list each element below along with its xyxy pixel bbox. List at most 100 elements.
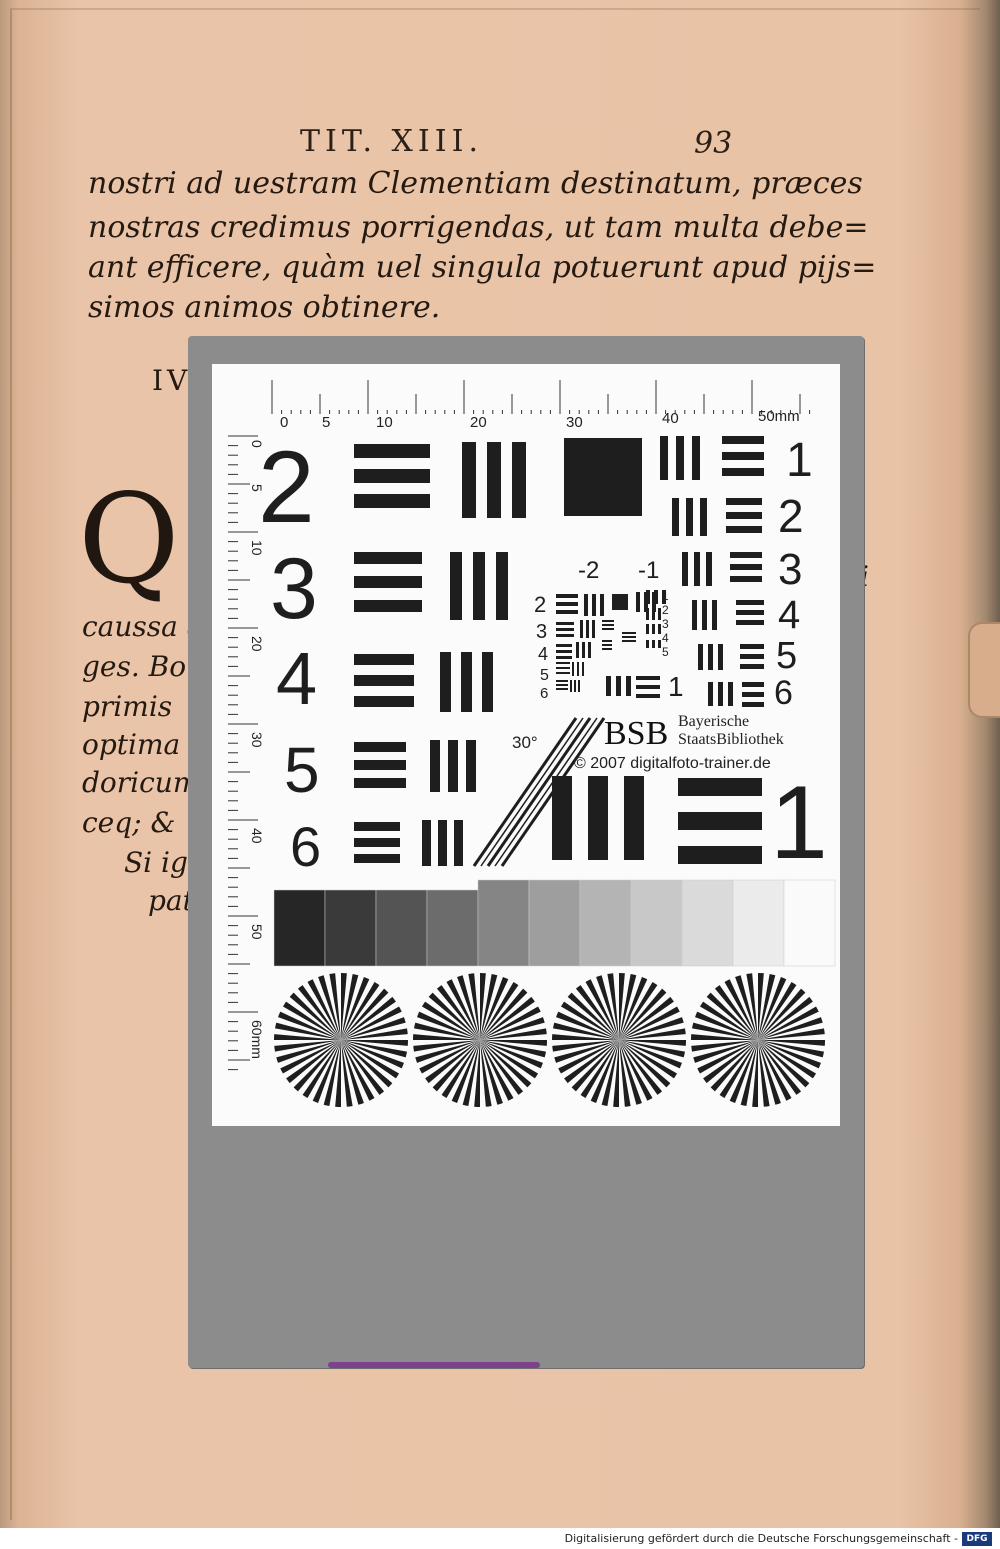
section-heading-fragment: IV — [152, 364, 192, 397]
gray-patch — [273, 889, 326, 967]
horizontal-bar — [742, 692, 764, 697]
ruler-left-label: 30 — [249, 732, 265, 748]
star-spoke — [341, 1040, 408, 1046]
slanted-line — [500, 717, 606, 867]
text-line-1: nostri ad uestram Clementiam destinatum,… — [88, 166, 863, 201]
star-spoke — [341, 1040, 407, 1058]
star-spoke — [758, 1040, 824, 1058]
ruler-top-label: 5 — [322, 414, 330, 431]
ruler-left-label: 10 — [249, 540, 265, 556]
star-spoke — [613, 1040, 619, 1107]
vertical-bar — [606, 676, 611, 696]
vertical-bar — [646, 640, 649, 648]
horizontal-bar — [742, 682, 764, 687]
star-spoke — [323, 1040, 341, 1106]
star-spoke — [758, 1028, 825, 1040]
horizontal-bar — [354, 654, 414, 665]
vertical-bar — [578, 680, 580, 692]
vertical-bar — [438, 820, 447, 866]
star-spoke — [699, 1001, 758, 1040]
star-spoke — [585, 979, 619, 1040]
star-spoke — [619, 1006, 680, 1040]
star-spoke — [619, 981, 658, 1040]
drop-cap: Q — [78, 468, 180, 612]
horizontal-bar — [722, 452, 764, 460]
ruler-top-label: 40 — [662, 410, 679, 427]
horizontal-bar — [722, 468, 764, 476]
horizontal-bar — [730, 564, 762, 570]
star-spoke — [735, 975, 758, 1040]
vertical-bar — [652, 624, 655, 634]
center-number: 4 — [662, 631, 669, 645]
star-spoke — [575, 985, 619, 1040]
horizontal-bar — [354, 854, 400, 863]
star-spoke — [552, 1040, 619, 1052]
star-spoke — [341, 973, 347, 1040]
star-spoke — [758, 973, 764, 1040]
ruler-left-label: 50 — [249, 924, 265, 940]
horizontal-bar — [602, 648, 612, 650]
horizontal-bar — [602, 624, 614, 626]
star-spoke — [341, 1040, 404, 1069]
vertical-bar — [454, 820, 463, 866]
horizontal-bar — [556, 662, 570, 664]
star-spoke — [480, 977, 509, 1040]
star-spoke — [419, 1040, 480, 1074]
horizontal-bar — [726, 512, 762, 519]
star-spoke — [341, 1040, 400, 1079]
horizontal-bar — [354, 742, 406, 752]
star-spoke — [571, 1040, 619, 1092]
vertical-bar — [700, 498, 707, 536]
star-spoke — [556, 1011, 619, 1040]
vertical-bar — [588, 642, 591, 658]
star-spoke — [480, 1040, 524, 1095]
star-spoke — [480, 974, 498, 1040]
star-spoke — [758, 1040, 825, 1046]
star-spoke — [474, 1040, 480, 1107]
star-spoke — [341, 1028, 408, 1040]
group-number-right: 1 — [786, 434, 813, 487]
star-spoke — [619, 1040, 685, 1058]
horizontal-bar — [636, 676, 660, 680]
center-number: 4 — [538, 644, 548, 664]
star-spoke — [462, 1040, 480, 1106]
slanted-line — [494, 717, 598, 867]
horizontal-bar — [354, 552, 422, 564]
star-spoke — [580, 1040, 619, 1099]
siemens-star — [274, 973, 408, 1107]
star-spoke — [312, 1040, 341, 1103]
star-spoke — [758, 1040, 802, 1095]
vertical-bar — [708, 644, 713, 670]
vertical-bar — [422, 820, 431, 866]
vertical-bar — [466, 740, 476, 792]
horizontal-bar — [622, 636, 636, 638]
text-line-4: simos animos obtinere. — [88, 290, 441, 325]
horizontal-bar — [636, 694, 660, 698]
star-spoke — [758, 977, 787, 1040]
vertical-bar — [576, 642, 579, 658]
star-spoke — [446, 979, 480, 1040]
slanted-line — [480, 717, 584, 867]
star-spoke — [341, 1040, 385, 1095]
star-spoke — [417, 1011, 480, 1040]
vertical-bar — [692, 600, 697, 630]
center-number: 5 — [662, 645, 669, 659]
vertical-bar — [624, 776, 644, 860]
star-spoke — [480, 981, 519, 1040]
horizontal-bar — [730, 552, 762, 558]
group-number-right: 3 — [778, 545, 802, 594]
vertical-bar — [672, 498, 679, 536]
center-label: -1 — [638, 557, 659, 584]
group-number-large: 6 — [290, 815, 321, 878]
star-spoke — [554, 1040, 619, 1063]
star-spoke — [421, 1001, 480, 1040]
star-spoke — [480, 1040, 543, 1069]
star-spoke — [758, 1040, 770, 1107]
vertical-bar — [682, 552, 688, 586]
star-spoke — [341, 996, 396, 1040]
horizontal-bar — [354, 494, 430, 508]
horizontal-bar — [678, 846, 762, 864]
horizontal-bar — [556, 656, 572, 659]
horizontal-bar — [602, 628, 614, 630]
vertical-bar — [580, 620, 583, 638]
